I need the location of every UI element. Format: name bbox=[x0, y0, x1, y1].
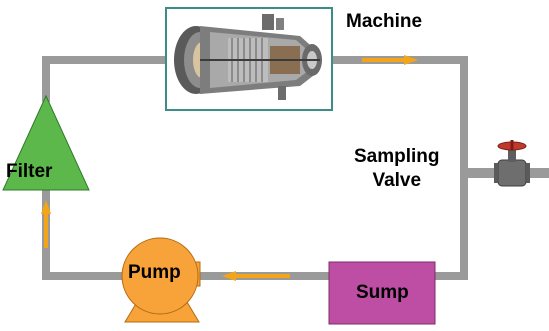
sampling-label-line2: Valve bbox=[372, 170, 422, 191]
pump-shape bbox=[121, 237, 201, 323]
sump-shape bbox=[328, 261, 436, 325]
machine-label: Machine bbox=[346, 11, 423, 32]
sampling-valve-label: Sampling Valve bbox=[354, 145, 440, 193]
sampling-label-line1: Sampling bbox=[354, 146, 440, 167]
sump-label: Sump bbox=[356, 282, 409, 303]
valve-icon bbox=[494, 140, 530, 187]
filter-shape bbox=[2, 94, 90, 191]
flow-arrow-top bbox=[362, 55, 418, 65]
gas-turbine-cutaway-icon bbox=[165, 7, 333, 111]
filter-label: Filter bbox=[6, 161, 53, 182]
pump-label: Pump bbox=[128, 262, 181, 283]
flow-arrow-left bbox=[41, 200, 51, 248]
flow-arrow-bottom bbox=[222, 271, 290, 281]
